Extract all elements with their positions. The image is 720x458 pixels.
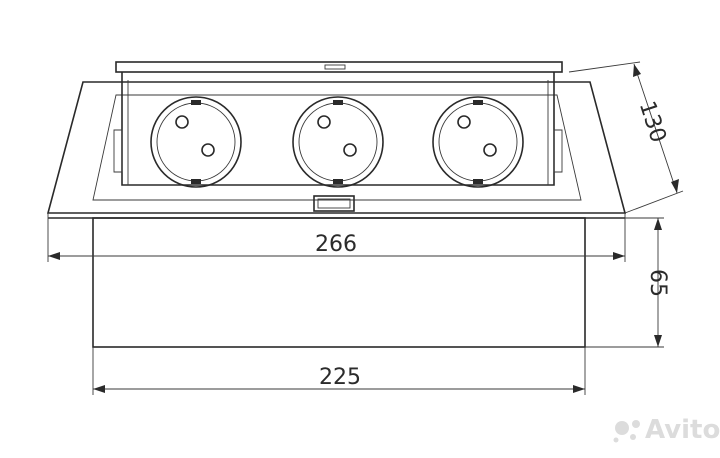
socket-inner-ring	[438, 102, 518, 182]
dim-depth-label: 130	[634, 98, 671, 146]
dim-depth-arrow-top	[633, 64, 641, 77]
ground-clip-bottom	[333, 179, 343, 184]
dim-depth-arrow-bottom	[671, 179, 679, 193]
pin-hole	[343, 143, 357, 157]
dim-top-width-arrow-left	[48, 252, 60, 260]
housing-body	[92, 217, 586, 348]
pin-hole	[201, 143, 215, 157]
socket-1	[150, 96, 242, 188]
cover-indicator	[324, 64, 346, 70]
sockets-group	[150, 96, 524, 188]
dim-depth-line	[633, 63, 678, 194]
dim-bottom-width-arrow-right	[573, 385, 585, 393]
socket-2	[292, 96, 384, 188]
right-latch	[553, 129, 563, 173]
ground-clip-bottom	[191, 179, 201, 184]
dim-height-arrow-bottom	[654, 335, 662, 347]
socket-inner-ring	[156, 102, 236, 182]
dim-top-width-label: 266	[315, 232, 357, 257]
dim-depth-ext-top	[568, 61, 641, 73]
dim-height-arrow-top	[654, 218, 662, 230]
ground-clip-top	[333, 100, 343, 105]
dim-bottom-width-arrow-left	[93, 385, 105, 393]
pin-hole	[457, 115, 471, 129]
left-latch	[113, 129, 123, 173]
socket-inner-ring	[298, 102, 378, 182]
pin-hole	[317, 115, 331, 129]
dim-bottom-width-label: 225	[319, 365, 361, 390]
socket-outer-ring	[150, 96, 242, 188]
top-cover	[115, 61, 563, 73]
dim-top-width-arrow-right	[613, 252, 625, 260]
ground-clip-bottom	[473, 179, 483, 184]
watermark: Avito	[613, 415, 720, 445]
socket-outer-ring	[432, 96, 524, 188]
socket-3	[432, 96, 524, 188]
ground-clip-top	[473, 100, 483, 105]
frame-opening	[92, 94, 582, 201]
pin-hole	[483, 143, 497, 157]
dim-height-label: 65	[645, 269, 670, 297]
watermark-text: Avito	[645, 415, 720, 445]
avito-logo-icon	[613, 420, 640, 443]
socket-panel	[121, 72, 555, 186]
frame-trapezoid	[46, 81, 627, 214]
dim-depth-ext-bottom	[624, 190, 684, 214]
ground-clip-top	[191, 100, 201, 105]
power-switch	[313, 195, 355, 212]
pin-hole	[175, 115, 189, 129]
power-switch-inner	[317, 198, 351, 209]
socket-outer-ring	[292, 96, 384, 188]
